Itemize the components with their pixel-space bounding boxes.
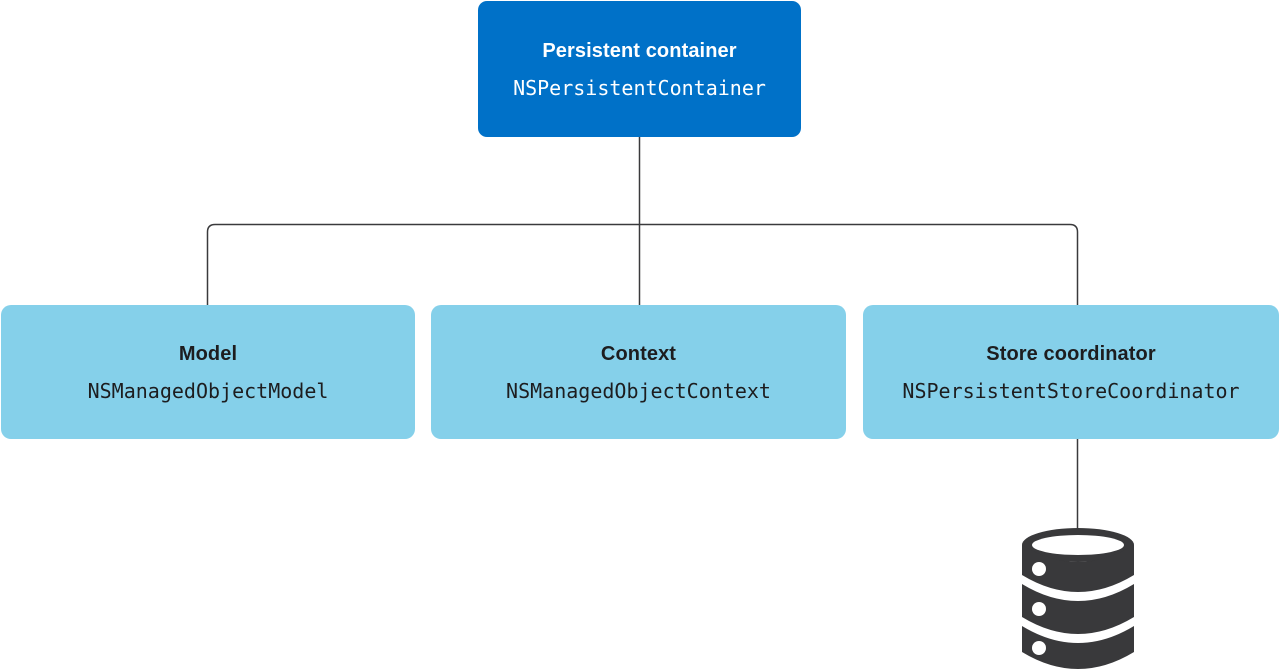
node-title: Context (600, 342, 677, 365)
node-class-name: NSPersistentContainer (513, 75, 766, 100)
node-context: Context NSManagedObjectContext (431, 305, 846, 439)
node-persistent-container: Persistent container NSPersistentContain… (478, 1, 801, 137)
node-class-name: NSManagedObjectContext (506, 378, 771, 403)
node-title: Model (178, 342, 238, 365)
node-class-name: NSPersistentStoreCoordinator (902, 378, 1240, 403)
node-title: Store coordinator (986, 342, 1156, 365)
connector-branch (206, 223, 1079, 305)
node-model: Model NSManagedObjectModel (1, 305, 415, 439)
node-title: Persistent container (542, 39, 737, 62)
node-class-name: NSManagedObjectModel (87, 378, 329, 403)
node-store-coordinator: Store coordinator NSPersistentStoreCoord… (863, 305, 1279, 439)
database-icon (1022, 528, 1134, 669)
